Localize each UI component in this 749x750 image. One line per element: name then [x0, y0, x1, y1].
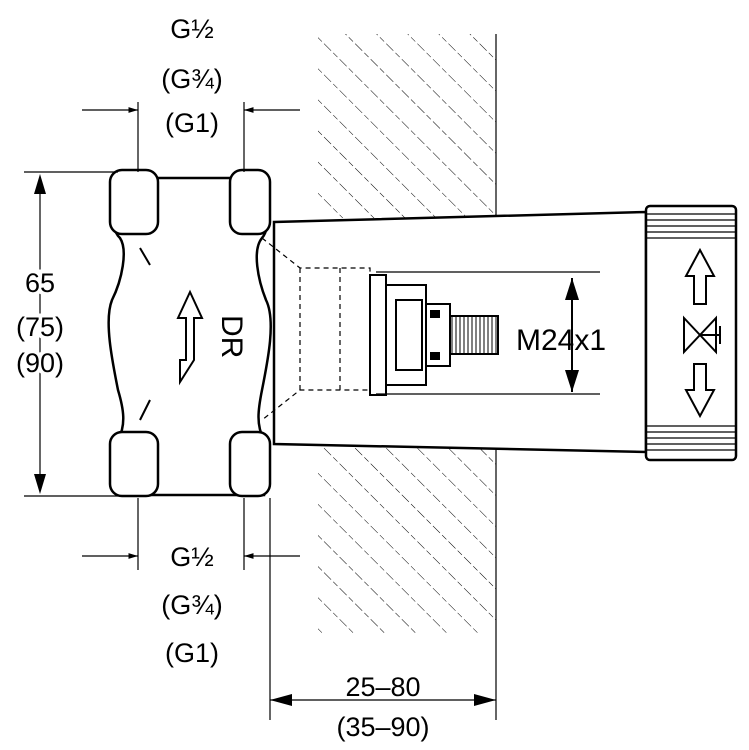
- up-arrow-icon: [684, 247, 716, 305]
- cartridge-hidden-lines: [261, 237, 371, 421]
- end-cap: [644, 204, 738, 462]
- height-dimension-line2: (75): [16, 312, 64, 342]
- bottom-dimension-line1: G½: [170, 542, 214, 572]
- depth-dimension: [269, 498, 497, 720]
- flow-direction-arrow: [176, 289, 204, 386]
- bottom-left-port-nut: [108, 430, 160, 498]
- bottom-dimension-line3: (G1): [165, 638, 219, 668]
- valve-symbol-icon: [683, 315, 717, 355]
- valve-body: [107, 168, 272, 498]
- depth-dimension-line2: (35–90): [336, 712, 429, 742]
- top-port-dimension: [82, 102, 300, 172]
- down-arrow-icon: [684, 363, 716, 419]
- top-dimension-line3: (G1): [165, 108, 219, 138]
- wall-section: [318, 34, 497, 634]
- bottom-dimension-line2: (G¾): [161, 590, 223, 620]
- bottom-port-dimension: [82, 498, 300, 570]
- height-dimension: [24, 171, 118, 497]
- cartridge-spindle: [369, 271, 600, 396]
- depth-dimension-line1: 25–80: [345, 672, 420, 702]
- thread-dimension: [565, 278, 579, 392]
- top-dimension-line1: G½: [170, 14, 214, 44]
- height-dimension-line3: (90): [16, 348, 64, 378]
- top-dimension-line2: (G¾): [161, 64, 223, 94]
- top-right-port-nut: [228, 168, 272, 236]
- thread-label: M24x1: [516, 324, 606, 357]
- bottom-right-port-nut: [228, 430, 272, 498]
- valve-marking-text: DR: [215, 315, 248, 358]
- top-left-port-nut: [108, 168, 160, 236]
- height-dimension-line1: 65: [25, 268, 55, 298]
